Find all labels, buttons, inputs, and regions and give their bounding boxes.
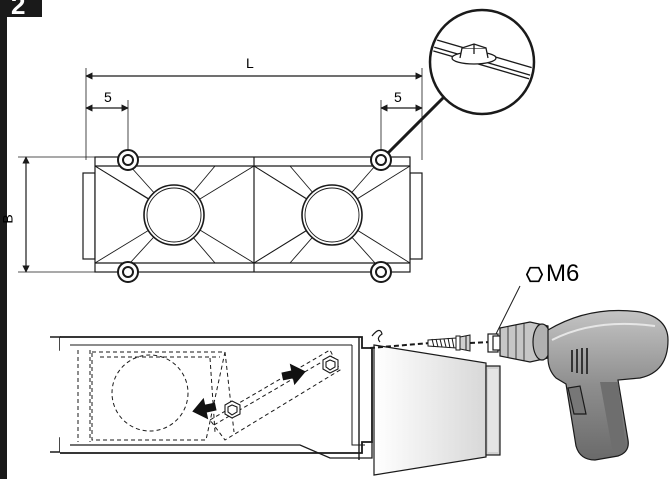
screw-insertion-path (369, 342, 431, 349)
outlet-cone (373, 344, 487, 476)
drill-trigger (567, 385, 587, 415)
hex-nut-upper (322, 355, 339, 374)
side-view (50, 329, 501, 476)
screw-spec: M6 (526, 262, 579, 286)
fan-opening-left (143, 184, 205, 246)
step-badge: 2 (0, 0, 42, 20)
step-number: 2 (11, 0, 26, 20)
fan-impeller-hidden (111, 354, 189, 432)
hex-nut-icon (526, 266, 543, 282)
dimension-label-length: L (246, 55, 254, 71)
detail-leader (386, 92, 449, 155)
hex-nut-lower (224, 400, 241, 419)
detail-magnifier (428, 8, 536, 116)
dimension-label-offset-right: 5 (394, 89, 402, 105)
top-view (18, 68, 449, 283)
page-edge-bar (0, 0, 7, 479)
drill-grip (600, 382, 626, 452)
dimension-label-offset-left: 5 (104, 89, 112, 105)
mounting-holes (117, 149, 392, 283)
power-drill (487, 309, 669, 461)
flange-left (82, 172, 96, 260)
fan-opening-right (301, 184, 363, 246)
drill-vents (571, 348, 588, 374)
screw-size-label: M6 (546, 260, 580, 287)
flange-right (409, 172, 423, 260)
arrow-to-upper-nut (281, 363, 306, 386)
dimension-label-width: B (0, 214, 16, 224)
screw-spec-leader (495, 285, 521, 335)
self-tapping-screw (427, 334, 471, 352)
arrow-to-lower-nut (192, 397, 217, 420)
